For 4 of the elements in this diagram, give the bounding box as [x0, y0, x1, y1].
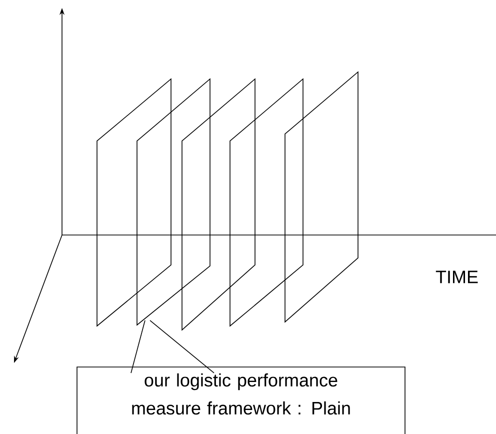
leader-line	[130, 320, 146, 374]
leader-line	[150, 320, 214, 374]
label-box: our logistic performance measure framework : Plain	[76, 366, 406, 434]
axis-label: TIME	[436, 270, 478, 284]
